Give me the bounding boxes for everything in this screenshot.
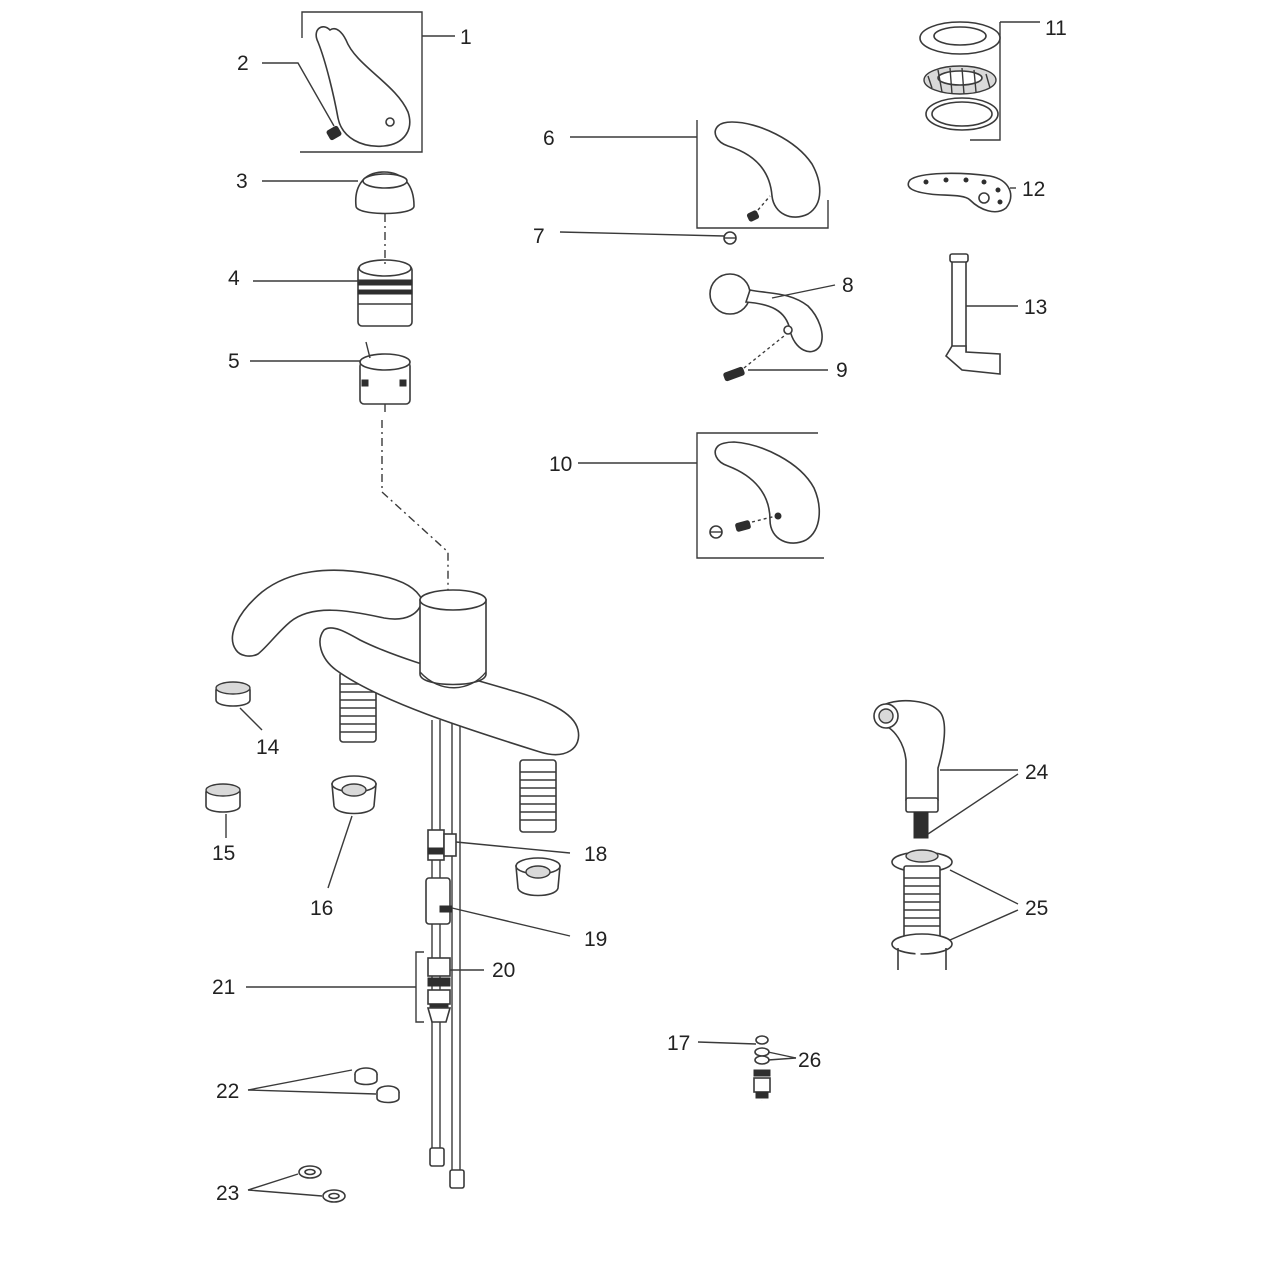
part-20-21-quick-connect [246, 951, 484, 1023]
callout-23: 23 [216, 1182, 239, 1205]
spray-hose [759, 950, 921, 1267]
supply-fitting-right [449, 1169, 465, 1189]
faucet-body [231, 569, 580, 1170]
part-8-blade-handle [709, 273, 836, 353]
callout-25: 25 [1025, 897, 1048, 920]
part-16-mounting-nut [327, 775, 377, 889]
part-9-set-screw [723, 335, 828, 382]
part-25-spray-holder [891, 849, 1019, 970]
part-10-handle-kit [578, 432, 824, 559]
callout-10: 10 [549, 453, 572, 476]
part-2-set-screw [262, 62, 342, 141]
part-1-handle-assembly [300, 11, 455, 153]
callout-20: 20 [492, 959, 515, 982]
part-23-washers [247, 1165, 346, 1203]
mounting-nut-right [515, 857, 561, 897]
callout-7: 7 [533, 225, 545, 248]
part-15-aerator [205, 783, 241, 838]
part-7-screw [559, 231, 737, 245]
callout-22: 22 [216, 1080, 239, 1103]
part-6-handle-kit [570, 120, 829, 229]
callout-8: 8 [842, 274, 854, 297]
callout-2: 2 [237, 52, 249, 75]
callout-17: 17 [667, 1032, 690, 1055]
callout-9: 9 [836, 359, 848, 382]
callout-26: 26 [798, 1049, 821, 1072]
part-19-connector [425, 877, 571, 937]
part-24-spray-head [873, 699, 1019, 839]
callout-1: 1 [460, 26, 472, 49]
callout-14: 14 [256, 736, 280, 759]
part-13-rod [944, 253, 1018, 375]
callout-13: 13 [1024, 296, 1047, 319]
callout-24: 24 [1025, 761, 1049, 784]
part-5-cartridge [250, 341, 411, 412]
part-18-connector [427, 829, 571, 861]
supply-fitting-left [429, 1147, 445, 1167]
part-22-caps [247, 1067, 400, 1104]
part-4-bonnet-nut [253, 259, 413, 327]
part-12-plate [907, 172, 1016, 213]
part-17-26-hose-fittings [697, 1035, 797, 1099]
callout-18: 18 [584, 843, 607, 866]
callout-12: 12 [1022, 178, 1045, 201]
part-14-aerator [215, 681, 263, 731]
callout-21: 21 [212, 976, 235, 999]
callout-5: 5 [228, 350, 240, 373]
callout-3: 3 [236, 170, 248, 193]
part-11-ring-set [919, 21, 1040, 141]
callout-15: 15 [212, 842, 235, 865]
callout-11: 11 [1045, 17, 1067, 40]
callout-19: 19 [584, 928, 607, 951]
callout-4: 4 [228, 267, 240, 290]
callout-16: 16 [310, 897, 333, 920]
part-3-cap [262, 171, 415, 215]
callout-6: 6 [543, 127, 555, 150]
